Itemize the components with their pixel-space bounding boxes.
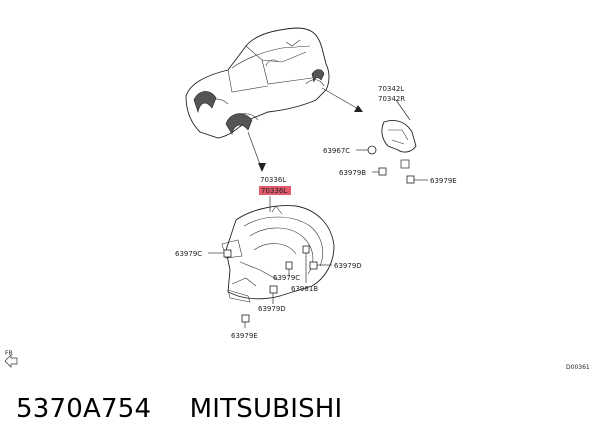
fastener-63979B	[372, 167, 387, 176]
callout-63979D-bottom: 63979D	[258, 305, 286, 313]
callout-63979B: 63979B	[339, 169, 366, 177]
fr-label: FR	[5, 350, 13, 357]
part-number: 5370A754	[16, 394, 152, 424]
parts-diagram: 70342L 70342R 63967C 63979B 63979E 70336…	[4, 27, 590, 370]
fr-arrow-icon	[4, 354, 18, 368]
callout-63979E-bottom: 63979E	[231, 332, 258, 340]
callout-63979C-mid: 63979C	[273, 274, 300, 282]
car-illustration	[185, 27, 330, 139]
callout-63981B: 63981B	[291, 285, 318, 293]
fastener-63979E-right	[406, 175, 428, 184]
fastener-63979E-bottom	[241, 314, 250, 328]
fender-liner-part	[221, 196, 335, 303]
callout-63979D-right: 63979D	[334, 262, 362, 270]
callout-70342L: 70342L	[378, 85, 404, 93]
callout-63979E-right: 63979E	[430, 177, 457, 185]
caption: 5370A754 MITSUBISHI	[16, 394, 342, 424]
pointer-arrows	[247, 87, 363, 172]
fastener-63979C-mid	[285, 261, 293, 276]
callout-70336L-highlighted: 70336L	[261, 187, 287, 195]
callout-63979C-left: 63979C	[175, 250, 202, 258]
callout-70336L: 70336L	[260, 176, 286, 184]
fastener-63967C	[356, 145, 377, 155]
fastener-63979D-right	[309, 261, 332, 270]
fastener-63979C-left	[208, 249, 232, 258]
splash-shield-part	[381, 99, 417, 169]
callout-70342R: 70342R	[378, 95, 405, 103]
fastener-63979D-bottom	[269, 285, 278, 304]
fastener-63981B	[302, 245, 310, 283]
callout-63967C: 63967C	[323, 147, 350, 155]
brand-name: MITSUBISHI	[189, 394, 343, 424]
diagram-id: D00361	[566, 364, 590, 370]
highlight-box	[259, 186, 291, 195]
